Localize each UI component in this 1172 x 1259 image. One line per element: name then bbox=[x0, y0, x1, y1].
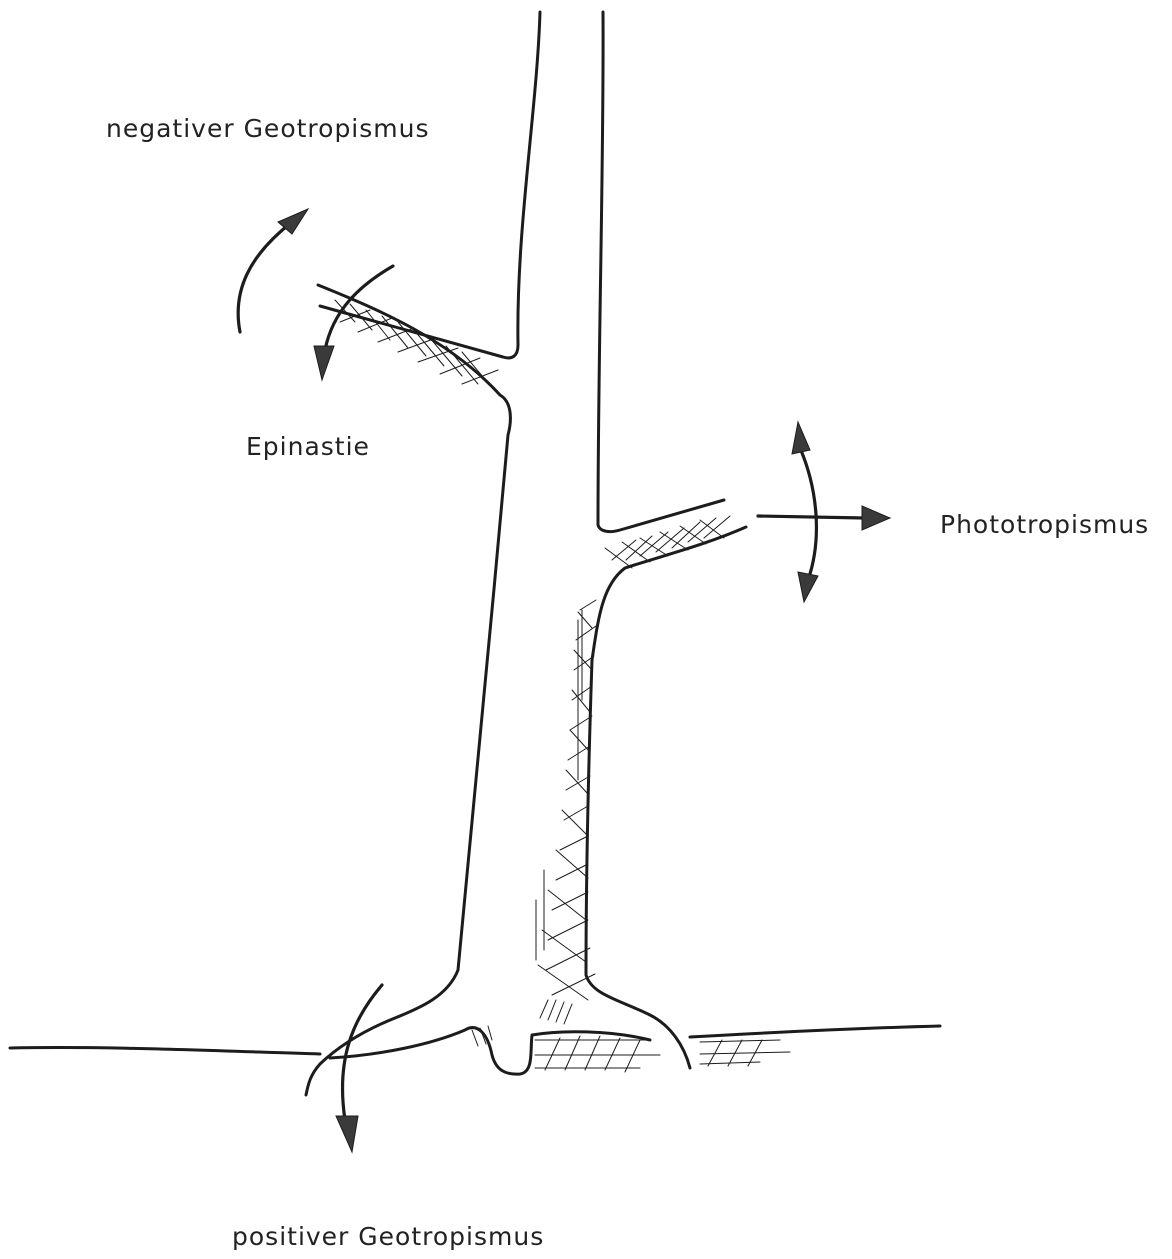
label-phototropism: Phototropismus bbox=[940, 510, 1149, 539]
arrow-negative-geotropism bbox=[238, 209, 308, 332]
plant-stem bbox=[306, 12, 746, 1095]
arrow-positive-geotropism bbox=[336, 985, 382, 1152]
hatching-upper-left-branch bbox=[335, 300, 498, 390]
ground-line bbox=[10, 1026, 940, 1054]
label-negative-geotropism: negativer Geotropismus bbox=[106, 114, 430, 143]
label-epinasty: Epinastie bbox=[246, 432, 370, 461]
arrow-phototropism-curved bbox=[792, 422, 818, 602]
arrow-phototropism-straight bbox=[758, 506, 890, 530]
label-positive-geotropism: positiver Geotropismus bbox=[232, 1222, 544, 1251]
